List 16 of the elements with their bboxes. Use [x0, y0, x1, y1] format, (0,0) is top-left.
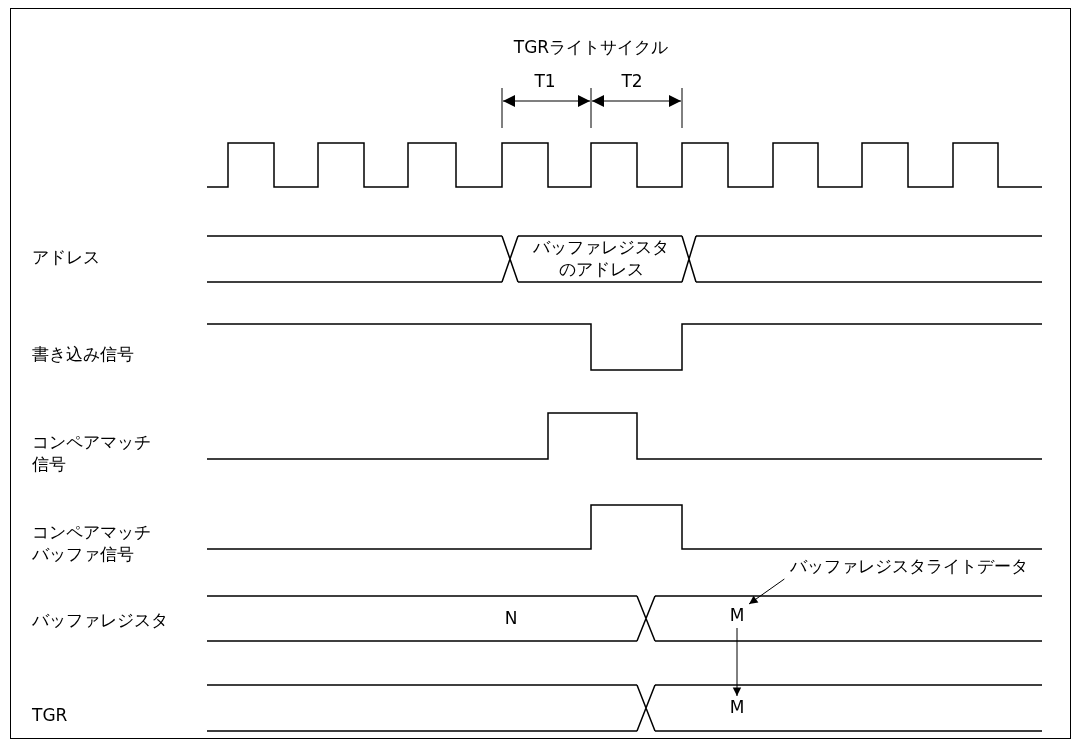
- dimension-label: T1: [533, 70, 557, 92]
- arrow: [732, 627, 742, 697]
- signal-name: バッファレジスタ: [32, 609, 169, 631]
- signal-name: 書き込み信号: [32, 343, 135, 365]
- bus-value-label: M: [725, 696, 749, 720]
- signal-name: TGR: [32, 704, 69, 726]
- bus-value-label: バッファレジスタのアドレス: [532, 236, 670, 280]
- signal-name: アドレス: [32, 246, 101, 268]
- bus-value-label: N: [503, 607, 519, 629]
- dimension-label: T2: [620, 70, 644, 92]
- signal-name: コンペアマッチバッファ信号: [32, 521, 152, 565]
- signal-name: コンペアマッチ信号: [32, 431, 152, 475]
- callout-text: バッファレジスタライトデータ: [757, 555, 1061, 579]
- leader-line: [748, 578, 785, 605]
- dimension-label: TGRライトサイクル: [512, 36, 670, 58]
- bus-value-label: M: [725, 604, 749, 628]
